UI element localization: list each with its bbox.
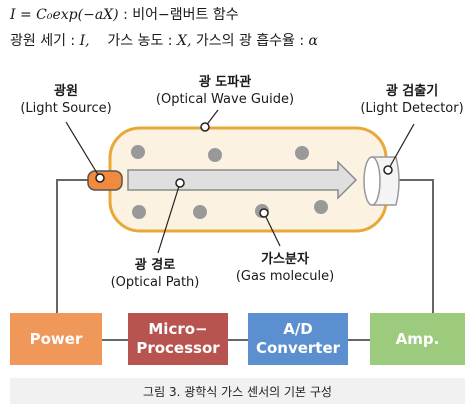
light-source-leader-dot <box>95 173 105 183</box>
light-intensity-label: 광원 세기 : <box>10 33 80 49</box>
caption-text: 그림 3. 광학식 가스 센서의 기본 구성 <box>143 384 332 399</box>
power-block: Power <box>10 313 102 365</box>
light-source-block <box>87 170 123 191</box>
light-detector <box>363 156 400 206</box>
gas-concentration-symbol: X, <box>176 33 192 49</box>
path-leader <box>157 182 181 254</box>
detector-leader-dot <box>383 165 393 175</box>
gas-molecule <box>314 200 328 214</box>
gas-molecule <box>208 148 222 162</box>
gas-concentration-label: 가스 농도 : <box>107 33 177 49</box>
equation-formula: I = C₀exp(−aX) <box>10 7 119 23</box>
waveguide-label: 광 도파관 (Optical Wave Guide) <box>155 75 295 107</box>
gas-molecule <box>193 205 207 219</box>
optical-path-arrow <box>127 160 358 200</box>
detector-leader <box>387 123 415 171</box>
path-leader-dot <box>175 178 185 188</box>
figure-caption: 그림 3. 광학식 가스 센서의 기본 구성 <box>10 378 465 404</box>
absorption-label: 가스의 광 흡수율 : <box>195 33 309 49</box>
gas-molecule <box>132 205 146 219</box>
light-detector-label: 광 검출기 (Light Detector) <box>360 84 464 116</box>
gas-leader-dot <box>259 208 269 218</box>
amp-block: Amp. <box>370 313 465 365</box>
gas-molecule <box>295 146 309 160</box>
light-source-label: 광원 (Light Source) <box>20 84 112 116</box>
gas-leader <box>263 212 281 247</box>
equation-description: 비어−램버트 함수 <box>132 7 239 23</box>
variable-legend: 광원 세기 : I, 가스 농도 : X, 가스의 광 흡수율 : α <box>10 30 318 50</box>
waveguide-leader-dot <box>200 122 210 132</box>
microprocessor-block: Micro− Processor <box>128 313 228 365</box>
equation-colon: : <box>123 7 128 23</box>
light-intensity-symbol: I, <box>79 33 90 49</box>
gas-molecule-label: 가스분자 (Gas molecule) <box>235 252 335 284</box>
beer-lambert-equation: I = C₀exp(−aX) : 비어−램버트 함수 <box>10 4 239 24</box>
ad-converter-block: A/D Converter <box>248 313 348 365</box>
light-source-leader <box>65 121 101 179</box>
optical-path-label: 광 경로 (Optical Path) <box>110 258 200 290</box>
absorption-symbol: α <box>308 33 319 49</box>
gas-molecule <box>131 145 145 159</box>
